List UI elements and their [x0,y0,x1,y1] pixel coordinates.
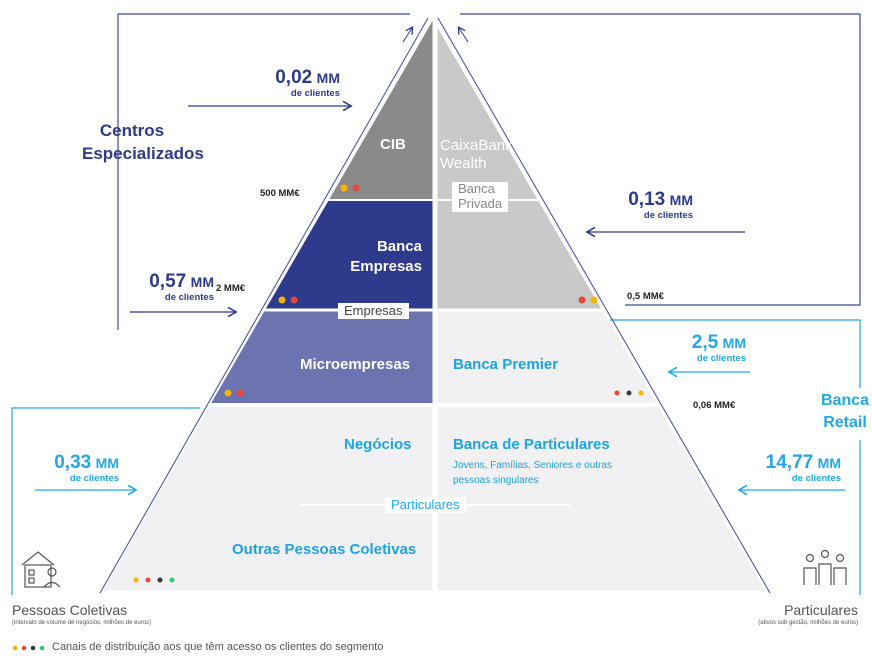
centros-box-right [460,13,861,306]
edge-left [99,17,429,594]
footer-pessoas-coletivas: Pessoas Coletivas [12,602,128,618]
clients-premier: 2,5 MM de clientes [691,332,746,364]
dots-cib [340,184,360,192]
dots-empresas [278,296,298,304]
edge-right [437,17,771,594]
people-icon [803,549,847,585]
band-cib [103,20,435,200]
segment-cib: CIB [380,136,406,153]
footer-particulares: Particulares [784,602,858,618]
legend-dots [12,645,45,651]
segment-microempresas: Microempresas [300,356,411,373]
centros-box-left [117,13,410,330]
clients-empresas: 0,57 MM de clientes [149,271,214,303]
segment-banca-particulares: Banca de Particulares [453,436,610,453]
clients-particulares: 14,77 MM de clientes [765,452,841,484]
threshold-0-06: 0,06 MM€ [693,400,736,411]
dots-wealth [578,296,598,304]
footer-pessoas-coletivas-sub: (intervalo de volume de negócios, milhõe… [12,620,152,626]
clients-cib: 0,02 MM de clientes [275,67,340,99]
threshold-500: 500 MM€ [260,188,300,199]
segment-negocios: Negócios [344,436,412,453]
segment-banca-premier: Banca Premier [453,356,559,373]
retail-box-left [11,407,200,595]
segment-outras-pessoas-coletivas: Outras Pessoas Coletivas [232,541,417,558]
retail-box-right [610,319,861,388]
threshold-0-5: 0,5 MM€ [627,291,664,302]
tag-empresas: Empresas [338,303,409,320]
building-icon [21,551,61,588]
dots-premier [614,390,644,396]
legend-text: Canais de distribuição aos que têm acess… [52,641,384,653]
footer-particulares-sub: (ativos sob gestão, milhões de euros) [758,620,858,626]
clients-negocios: 0,33 MM de clientes [54,452,119,484]
tag-particulares: Particulares [385,497,466,514]
threshold-2: 2 MM€ [216,283,246,294]
dots-micro [224,389,244,397]
dots-retail [133,577,175,583]
clients-banca-privada: 0,13 MM de clientes [628,189,693,221]
